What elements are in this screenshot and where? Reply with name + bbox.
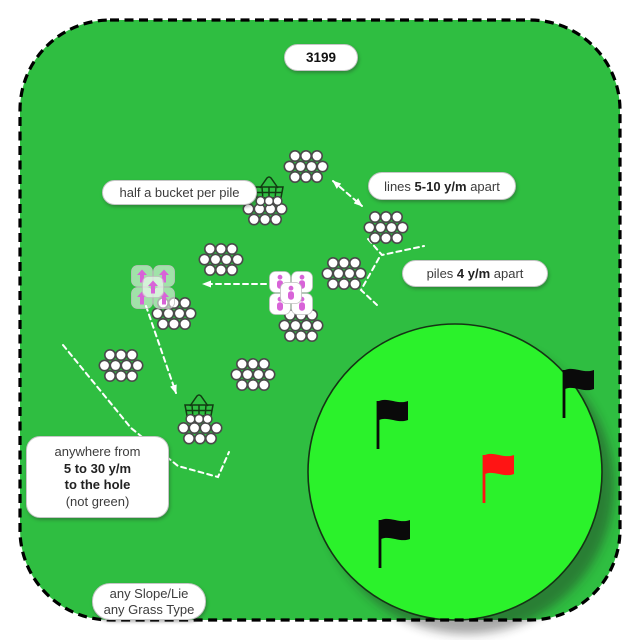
target-flag-icon bbox=[378, 518, 410, 568]
pile-spacing-bracket-b bbox=[359, 257, 380, 306]
distance-range-line2: 5 to 30 y/m bbox=[63, 460, 132, 476]
line-spacing-text-post: apart bbox=[466, 178, 500, 194]
ball-pile bbox=[98, 348, 144, 382]
distance-range-line3: to the hole bbox=[64, 477, 131, 492]
target-flag-icon bbox=[376, 399, 408, 449]
course-dashed-border bbox=[18, 18, 622, 622]
pile-spacing-text-post: apart bbox=[490, 266, 524, 281]
conditions-line1: any Slope/Lie bbox=[109, 585, 189, 601]
line-spacing-arrow bbox=[332, 180, 363, 207]
pile-spacing-label: piles 4 y/m apart bbox=[402, 260, 548, 287]
ball-pile bbox=[230, 357, 276, 391]
ball-bucket-icon bbox=[184, 394, 214, 425]
line-spacing-text-pre: lines bbox=[384, 178, 415, 194]
bucket-pointer-arrow bbox=[145, 305, 177, 394]
target-flag-icon bbox=[562, 368, 594, 418]
ball-pile bbox=[177, 421, 223, 445]
arrow-tiles-icon bbox=[131, 265, 175, 309]
ball-pile bbox=[283, 150, 329, 184]
conditions-label: any Slope/Lie any Grass Type bbox=[92, 583, 206, 620]
bucket-per-pile-label: half a bucket per pile bbox=[102, 180, 257, 205]
bucket-per-pile-text: half a bucket per pile bbox=[119, 185, 240, 200]
distance-range-line1: anywhere from bbox=[54, 444, 141, 459]
putting-green bbox=[307, 323, 603, 621]
ball-pile bbox=[198, 243, 244, 276]
ball-pile bbox=[363, 211, 409, 245]
distance-range-bracket bbox=[62, 344, 230, 479]
line-spacing-text-bold: 5-10 y/m bbox=[414, 178, 467, 194]
line-spacing-label: lines 5-10 y/m apart bbox=[368, 172, 516, 200]
ball-pile bbox=[242, 203, 288, 226]
ball-pile bbox=[321, 256, 367, 290]
ball-bucket-icon bbox=[254, 176, 284, 207]
drill-number-badge: 3199 bbox=[284, 44, 358, 71]
pile-spacing-bracket-a bbox=[367, 238, 425, 257]
distance-range-label: anywhere from 5 to 30 y/m to the hole (n… bbox=[26, 436, 169, 518]
ball-pile bbox=[278, 308, 324, 342]
pile-spacing-text-bold: 4 y/m bbox=[456, 266, 491, 281]
drill-number-text: 3199 bbox=[305, 50, 337, 65]
conditions-line2: any Grass Type bbox=[103, 601, 195, 617]
pile-spacing-text-pre: piles bbox=[426, 266, 457, 281]
golfer-tiles-icon bbox=[269, 271, 313, 315]
hole-flag-icon bbox=[482, 453, 514, 503]
distance-range-line4: (not green) bbox=[65, 493, 130, 509]
